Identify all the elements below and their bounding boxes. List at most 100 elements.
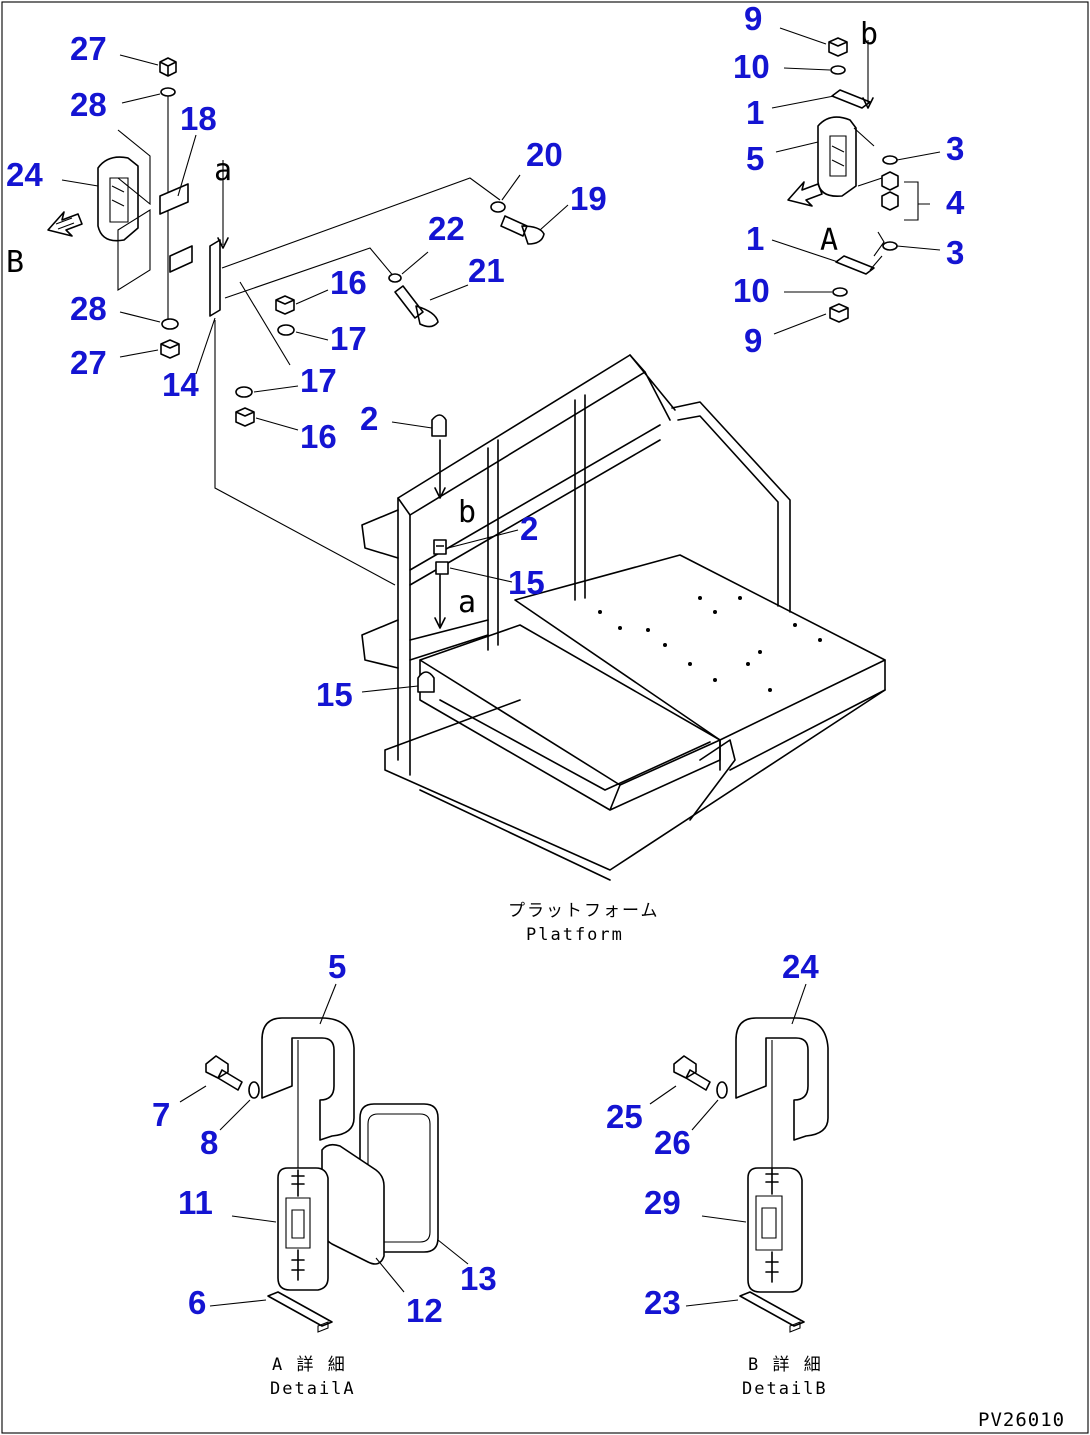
letter-a-frame: a — [458, 585, 476, 620]
washer-20 — [490, 201, 506, 213]
caption-platform-en: Platform — [526, 925, 624, 945]
callout-16-bottom: 16 — [300, 418, 337, 455]
callout-21: 21 — [468, 252, 505, 289]
callout-5-detail: 5 — [328, 948, 346, 985]
callout-9-bottom: 9 — [744, 322, 762, 359]
nut-4-b — [881, 191, 899, 211]
callout-25: 25 — [606, 1098, 643, 1135]
nut-27-bottom — [160, 339, 180, 359]
letter-view-a: A — [820, 223, 838, 258]
callout-17-bottom: 17 — [300, 362, 337, 399]
washer-22 — [388, 273, 402, 283]
nut-9-top — [828, 37, 848, 57]
callout-10-bottom: 10 — [733, 272, 770, 309]
plate-6 — [267, 1291, 333, 1327]
washer-17-bottom — [235, 386, 253, 398]
callout-16-top: 16 — [330, 264, 367, 301]
callout-15-low: 15 — [316, 676, 353, 713]
washer-28-bottom — [161, 318, 179, 330]
washer-10-bottom — [832, 287, 848, 297]
washer-10-top — [830, 65, 846, 75]
bracket-1-top — [831, 89, 871, 109]
caption-platform-jp: プラットフォーム — [508, 901, 660, 921]
clamp-15-low — [417, 671, 435, 693]
callout-13: 13 — [460, 1260, 497, 1297]
nut-9-bottom — [829, 303, 849, 323]
washer-28-top — [160, 87, 176, 97]
callout-11: 11 — [178, 1184, 213, 1221]
callout-8: 8 — [200, 1124, 218, 1161]
clamp-2-top — [431, 414, 447, 437]
letter-b-frame: b — [458, 495, 476, 530]
caption-detail-b-jp: B 詳 細 — [748, 1355, 823, 1375]
callout-5-top: 5 — [746, 140, 764, 177]
captions: プラットフォーム Platform A 詳 細 DetailA B 詳 細 De… — [270, 901, 1065, 1431]
callout-26: 26 — [654, 1124, 691, 1161]
platform — [361, 354, 886, 881]
caption-detail-a-en: DetailA — [270, 1379, 356, 1399]
callout-27-bottom: 27 — [70, 344, 107, 381]
nut-4-a — [881, 171, 899, 191]
callout-28-bottom: 28 — [70, 290, 107, 327]
bolt-19 — [500, 215, 545, 245]
callout-6: 6 — [188, 1284, 206, 1321]
deck-holes — [598, 596, 822, 692]
callout-15-frame: 15 — [508, 564, 545, 601]
callout-1-top: 1 — [746, 94, 764, 131]
detail-a — [205, 1017, 439, 1333]
nut-27-top — [159, 57, 177, 77]
callout-24-top: 24 — [6, 156, 43, 193]
detail-b — [673, 1017, 829, 1333]
callout-17-top: 17 — [330, 320, 367, 357]
callout-3-top: 3 — [946, 130, 964, 167]
nut-16-bottom — [235, 407, 255, 427]
washer-26 — [716, 1081, 728, 1099]
callout-23: 23 — [644, 1284, 681, 1321]
callout-10-top: 10 — [733, 48, 770, 85]
callout-27-top: 27 — [70, 30, 107, 67]
bracket-1-bottom — [835, 255, 875, 275]
washer-3-bottom — [882, 241, 898, 251]
view-arrow-a — [787, 181, 823, 207]
caption-detail-b-en: DetailB — [742, 1379, 828, 1399]
callout-numbers: 27 28 18 24 28 27 14 20 19 22 21 16 17 1… — [6, 0, 965, 1329]
callout-2-top: 2 — [360, 400, 378, 437]
callout-22: 22 — [428, 210, 465, 247]
callout-18: 18 — [180, 100, 217, 137]
callout-7: 7 — [152, 1096, 170, 1133]
bracket-14 — [209, 239, 221, 317]
letter-b-top: b — [860, 17, 878, 52]
letter-a-top: a — [214, 153, 232, 188]
hardware-center — [235, 201, 545, 427]
mirror-24-body — [97, 156, 139, 242]
view-arrow-b — [47, 211, 83, 237]
plate-23 — [739, 1291, 805, 1327]
clamp-2-frame — [433, 539, 447, 555]
drawing-id: PV26010 — [978, 1409, 1065, 1431]
callout-20: 20 — [526, 136, 563, 173]
caption-detail-a-jp: A 詳 細 — [272, 1355, 347, 1375]
callout-14: 14 — [162, 366, 199, 403]
bolt-21 — [394, 285, 439, 328]
mirror-a-assembly — [787, 37, 899, 323]
leader-lines — [61, 27, 941, 1307]
callout-24-detail: 24 — [782, 948, 819, 985]
washer-3-top — [882, 155, 898, 165]
bolt-7 — [205, 1055, 243, 1091]
mirror-5-detail — [261, 1017, 355, 1141]
holder-29 — [747, 1167, 803, 1293]
bolt-25 — [673, 1055, 711, 1091]
callout-1-bottom: 1 — [746, 220, 764, 257]
letter-view-b: B — [6, 245, 24, 280]
callout-3-bottom: 3 — [946, 234, 964, 271]
reference-letters: B a b A b a — [6, 17, 878, 620]
mirror-b-assembly — [47, 57, 501, 586]
clamp-15-frame — [435, 561, 449, 575]
callout-4: 4 — [946, 184, 965, 221]
callout-28-top: 28 — [70, 86, 107, 123]
callout-19: 19 — [570, 180, 607, 217]
nut-16-top — [275, 295, 295, 315]
callout-29: 29 — [644, 1184, 681, 1221]
